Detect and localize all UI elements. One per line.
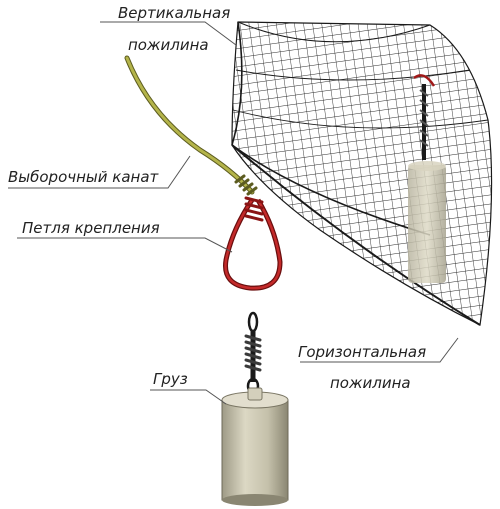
net-mesh (231, 21, 493, 326)
label-vertical-line-2: пожилина (128, 36, 209, 54)
attachment-loop (223, 196, 283, 291)
label-weight: Груз (153, 370, 188, 388)
label-horizontal-line: Горизонтальная (298, 343, 427, 361)
label-vertical-line: Вертикальная (118, 4, 231, 22)
label-rope: Выборочный канат (8, 168, 159, 186)
selection-rope (124, 55, 258, 196)
label-horizontal-line-2: пожилина (330, 374, 411, 392)
leader-lines (8, 21, 459, 405)
chain-connector (244, 311, 262, 395)
horizontal-line-rope (231, 144, 481, 326)
weight-cylinder (221, 387, 289, 506)
inner-weight (408, 74, 446, 283)
label-loop: Петля крепления (22, 219, 160, 237)
